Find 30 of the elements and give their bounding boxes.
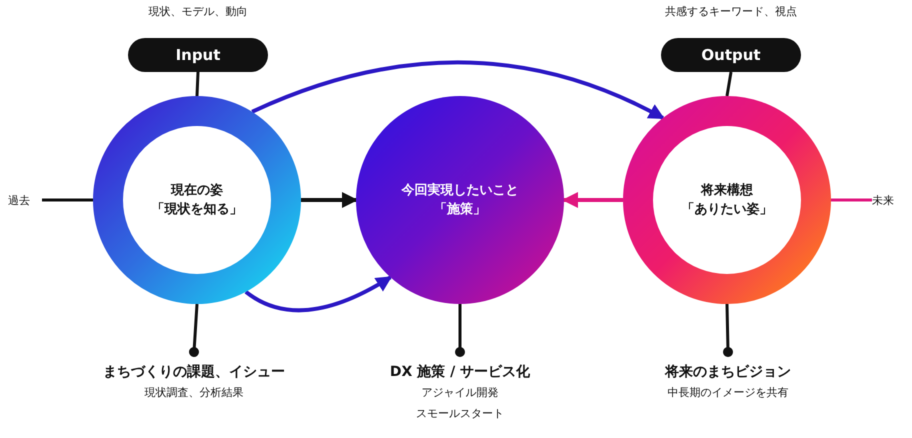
circle-label: 「ありたい姿」 bbox=[682, 201, 772, 219]
connector-line bbox=[831, 198, 872, 202]
arrow bbox=[301, 192, 358, 208]
note: 中長期のイメージを共有 bbox=[666, 385, 790, 401]
arrow bbox=[244, 276, 392, 312]
connector-line bbox=[726, 72, 732, 96]
leader-line bbox=[189, 304, 199, 357]
note: スモールスタート bbox=[415, 406, 505, 422]
leader-line bbox=[455, 304, 465, 357]
circle-label: 今回実現したいこと bbox=[402, 182, 518, 200]
node-label: 共感するキーワード、視点 bbox=[664, 4, 798, 19]
arrow bbox=[562, 192, 623, 208]
heading: 将来のまちビジョン bbox=[664, 363, 792, 382]
note: 現状調査、分析結果 bbox=[144, 385, 244, 401]
connector-line bbox=[42, 198, 93, 202]
time-label: 未来 bbox=[872, 190, 906, 210]
circle-label: 「現状を知る」 bbox=[152, 201, 242, 219]
heading: DX 施策 / サービス化 bbox=[388, 363, 532, 382]
circle-label: 「施策」 bbox=[434, 201, 486, 219]
note: アジャイル開発 bbox=[420, 385, 500, 401]
circle-label: 現在の姿 bbox=[171, 182, 223, 200]
pill-label: Output bbox=[661, 38, 801, 72]
heading: まちづくりの課題、イシュー bbox=[102, 363, 286, 382]
time-label: 過去 bbox=[8, 190, 42, 210]
arrow bbox=[251, 60, 665, 120]
connector-line bbox=[196, 72, 200, 96]
circle-label: 将来構想 bbox=[701, 182, 753, 200]
leader-line bbox=[723, 304, 733, 357]
pill-label: Input bbox=[128, 38, 268, 72]
node-label: 現状、モデル、動向 bbox=[148, 4, 248, 19]
